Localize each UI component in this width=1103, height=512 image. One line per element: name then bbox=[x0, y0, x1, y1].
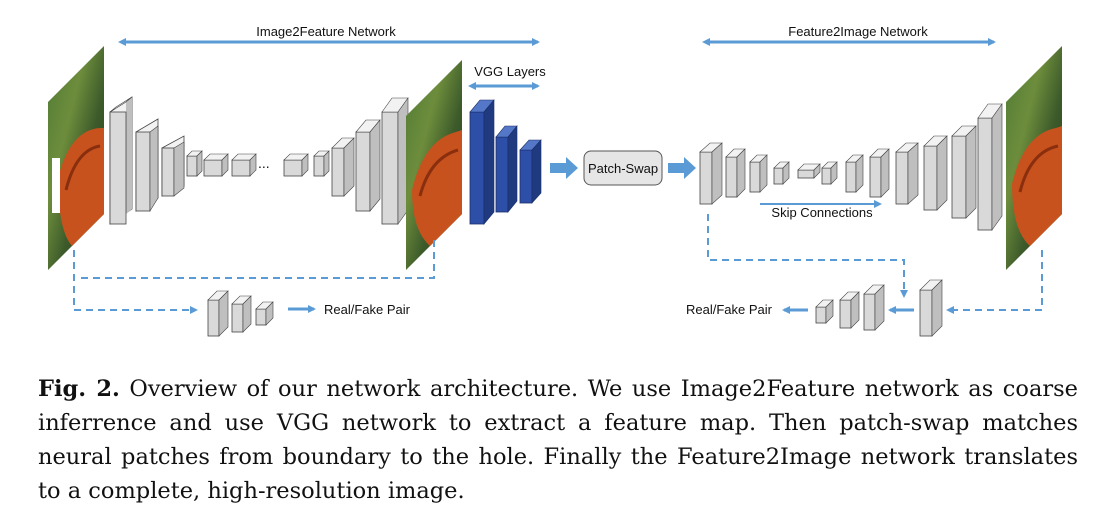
encoder-layers bbox=[109, 96, 257, 225]
figure-caption: Fig. 2. Overview of our network architec… bbox=[38, 372, 1078, 508]
vgg-label: VGG Layers bbox=[474, 64, 546, 79]
network-architecture-diagram: Image2Feature Network Feature2Image Netw… bbox=[48, 24, 1062, 337]
patch-swap-label: Patch-Swap bbox=[588, 161, 658, 176]
left-discriminator bbox=[207, 290, 274, 337]
left-realfake-label: Real/Fake Pair bbox=[324, 302, 411, 317]
left-dashed-paths bbox=[73, 240, 435, 314]
vgg-layers bbox=[469, 99, 542, 225]
patch-swap-box: Patch-Swap bbox=[583, 150, 663, 186]
coarse-output-image bbox=[406, 60, 462, 270]
right-discriminator bbox=[815, 279, 943, 337]
feature2image-label: Feature2Image Network bbox=[788, 24, 928, 39]
final-output-image bbox=[1006, 46, 1062, 270]
skip-connections-label: Skip Connections bbox=[771, 205, 873, 220]
caption-label: Fig. 2. bbox=[38, 376, 120, 402]
right-dashed-paths bbox=[707, 214, 1043, 314]
decoder-layers-left bbox=[283, 97, 409, 225]
to-patchswap-arrow bbox=[550, 157, 578, 179]
hole-mask bbox=[52, 158, 60, 213]
input-image bbox=[48, 46, 104, 270]
caption-text: Overview of our network architecture. We… bbox=[38, 376, 1078, 504]
feature2image-layers bbox=[699, 103, 1003, 231]
right-realfake-label: Real/Fake Pair bbox=[686, 302, 773, 317]
image2feature-label: Image2Feature Network bbox=[256, 24, 396, 39]
ellipsis-label: ... bbox=[258, 155, 270, 171]
from-patchswap-arrow bbox=[668, 157, 696, 179]
